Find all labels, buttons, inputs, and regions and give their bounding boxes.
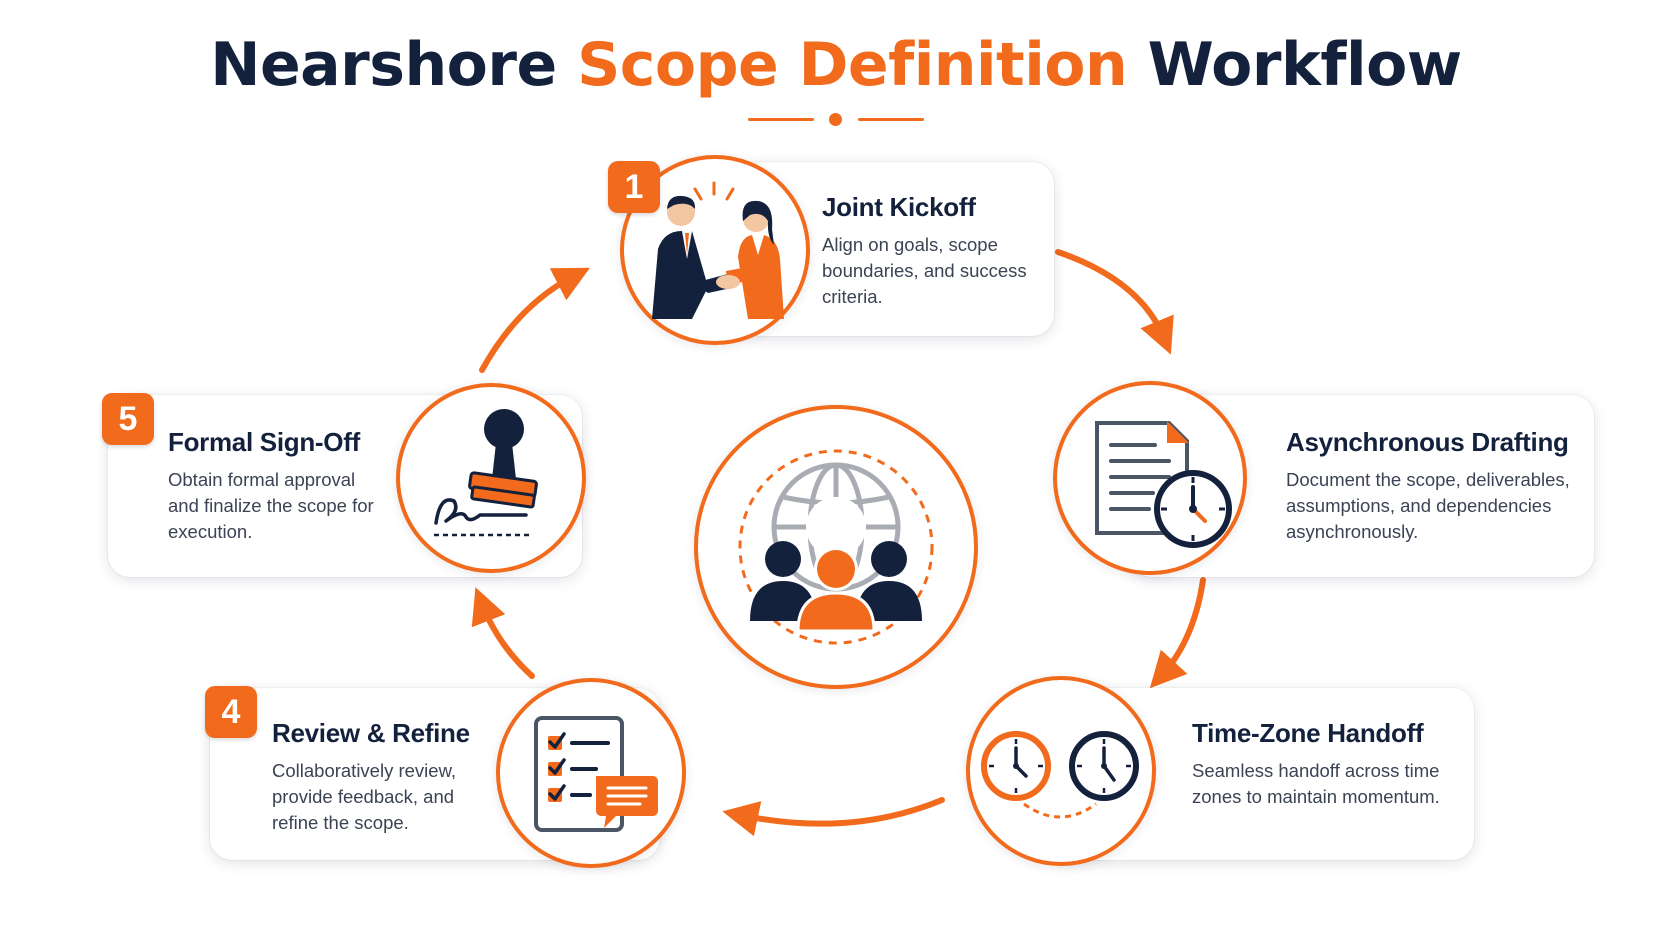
step-title: Formal Sign-Off (168, 427, 360, 457)
title-part-2: Scope Definition (577, 30, 1128, 100)
checklist-comment-icon (534, 716, 658, 832)
arrow-5-to-1 (479, 267, 590, 373)
step-circle-4 (496, 678, 686, 868)
arrow-4-to-5 (471, 587, 535, 679)
title-divider (748, 112, 924, 126)
divider-line-right (858, 118, 924, 121)
step-title: Time-Zone Handoff (1192, 718, 1424, 748)
step-circle-3 (966, 676, 1156, 866)
step-description: Seamless handoff across time zones to ma… (1192, 760, 1440, 807)
step-description: Align on goals, scope boundaries, and su… (822, 234, 1027, 307)
document-clock-icon (1095, 421, 1232, 548)
step-description: Collaboratively review, provide feedback… (272, 760, 457, 833)
arrow-3-to-4 (722, 797, 945, 837)
step-circle-2 (1053, 381, 1247, 575)
step-circle-5 (396, 383, 586, 573)
center-circle (694, 405, 978, 689)
title-part-1: Nearshore (210, 30, 557, 100)
step-circle-1 (620, 155, 810, 345)
stamp-signature-icon (434, 409, 538, 537)
step-title: Joint Kickoff (822, 192, 976, 222)
arrow-1-to-2 (1055, 249, 1174, 355)
step-description: Obtain formal approval and finalize the … (168, 469, 374, 542)
step-title: Review & Refine (272, 718, 470, 748)
global-team-icon (738, 449, 934, 645)
clocks-icon (981, 731, 1139, 819)
page-title: Nearshore Scope Definition Workflow (0, 30, 1672, 100)
handshake-icon (652, 181, 784, 319)
divider-line-left (748, 118, 814, 121)
divider-dot (829, 113, 842, 126)
step-badge-5: 5 (102, 393, 154, 445)
arrow-2-to-3 (1149, 577, 1206, 689)
title-part-3: Workflow (1147, 30, 1463, 100)
step-description: Document the scope, deliverables, assump… (1286, 469, 1570, 542)
step-badge-4: 4 (205, 686, 257, 738)
step-badge-1: 1 (608, 161, 660, 213)
step-title: Asynchronous Drafting (1286, 427, 1569, 457)
